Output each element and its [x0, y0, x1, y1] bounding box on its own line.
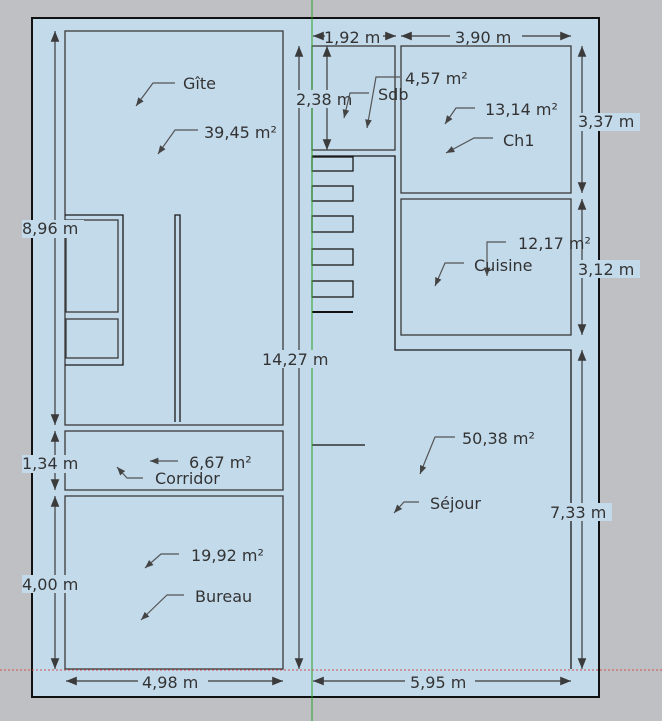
- gite-partition: [174, 214, 181, 422]
- label-corridor: Corridor: [155, 469, 220, 488]
- leaders: [116, 76, 506, 621]
- dim-ch1-width: 3,90 m: [455, 28, 511, 47]
- label-sejour: Séjour: [430, 494, 481, 513]
- dim-ch1-height: 3,37 m: [578, 112, 634, 131]
- area-bureau: 19,92 m²: [191, 546, 264, 565]
- gite-closet-2: [65, 318, 119, 359]
- dim-gite-height: 8,96 m: [22, 219, 78, 238]
- label-ch1: Ch1: [503, 131, 535, 150]
- gite-inner-wall: [65, 214, 124, 366]
- dim-right-width: 5,95 m: [410, 673, 466, 692]
- room-ch1[interactable]: [400, 45, 572, 194]
- area-sdb: 4,57 m²: [405, 69, 468, 88]
- label-bureau: Bureau: [195, 587, 252, 606]
- dim-sejour-height: 7,33 m: [550, 503, 606, 522]
- label-gite: Gîte: [183, 74, 216, 93]
- gite-closet-1: [65, 219, 119, 313]
- dim-left-width: 4,98 m: [142, 673, 198, 692]
- area-cuisine: 12,17 m²: [518, 234, 591, 253]
- walls: [64, 30, 572, 670]
- area-gite: 39,45 m²: [204, 123, 277, 142]
- area-sejour: 50,38 m²: [462, 429, 535, 448]
- area-ch1: 13,14 m²: [485, 100, 558, 119]
- dim-cuisine-height: 3,12 m: [578, 260, 634, 279]
- dim-sdb-width: 1,92 m: [324, 28, 380, 47]
- dimension-labels: 1,92 m 3,90 m 8,96 m 2,38 m 3,37 m 3,12 …: [22, 28, 640, 692]
- dim-corridor-height: 1,34 m: [22, 454, 78, 473]
- stair-wall: [312, 155, 572, 669]
- room-labels: Gîte 39,45 m² Sdb 4,57 m² 13,14 m² Ch1 1…: [155, 69, 591, 606]
- dim-total-height: 14,27 m: [262, 350, 328, 369]
- dim-bureau-height: 4,00 m: [22, 575, 78, 594]
- label-cuisine: Cuisine: [474, 256, 533, 275]
- dim-sdb-height: 2,38 m: [296, 90, 352, 109]
- room-cuisine[interactable]: [400, 198, 572, 336]
- area-corridor: 6,67 m²: [189, 453, 252, 472]
- label-sdb: Sdb: [378, 85, 408, 104]
